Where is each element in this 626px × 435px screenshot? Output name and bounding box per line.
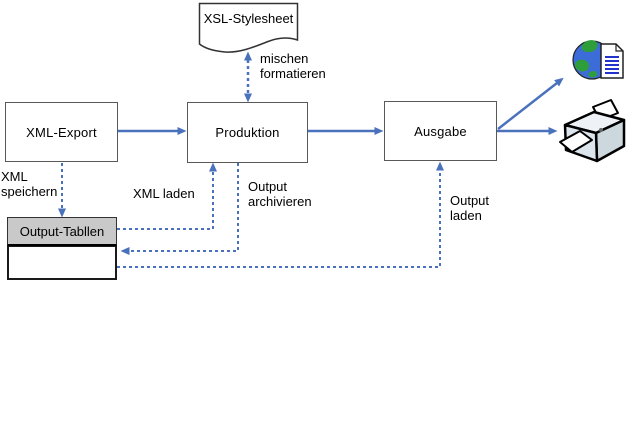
arrow-xml-laden: [117, 162, 217, 230]
xsl-stylesheet-document-shape: [198, 2, 299, 53]
web-document-icon: [572, 40, 624, 80]
edge-label-output-laden: Output laden: [450, 193, 490, 223]
node-ausgabe-label: Ausgabe: [414, 123, 467, 139]
node-output-tables-label: Output-Tabllen: [19, 223, 105, 239]
arrow-ausgabe-to-web: [497, 77, 564, 130]
node-produktion-label: Produktion: [215, 125, 280, 140]
node-ausgabe: Ausgabe: [384, 101, 497, 161]
edge-label-xml-laden: XML laden: [133, 186, 195, 201]
node-xsl-stylesheet-label: XSL-Stylesheet: [203, 11, 294, 26]
node-output-tables-header: Output-Tabllen: [7, 217, 117, 246]
node-output-tables-body: [7, 246, 117, 280]
printer-icon: [559, 99, 626, 163]
node-xml-export: XML-Export: [5, 102, 118, 162]
node-xml-export-label: XML-Export: [26, 124, 97, 140]
arrow-output-archivieren: [120, 163, 239, 255]
edge-label-xml-speichern: XML speichern: [1, 169, 58, 199]
edge-label-output-archivieren: Output archivieren: [248, 179, 312, 209]
node-produktion: Produktion: [187, 102, 308, 163]
edge-label-mischen-formatieren: mischen formatieren: [260, 51, 326, 81]
